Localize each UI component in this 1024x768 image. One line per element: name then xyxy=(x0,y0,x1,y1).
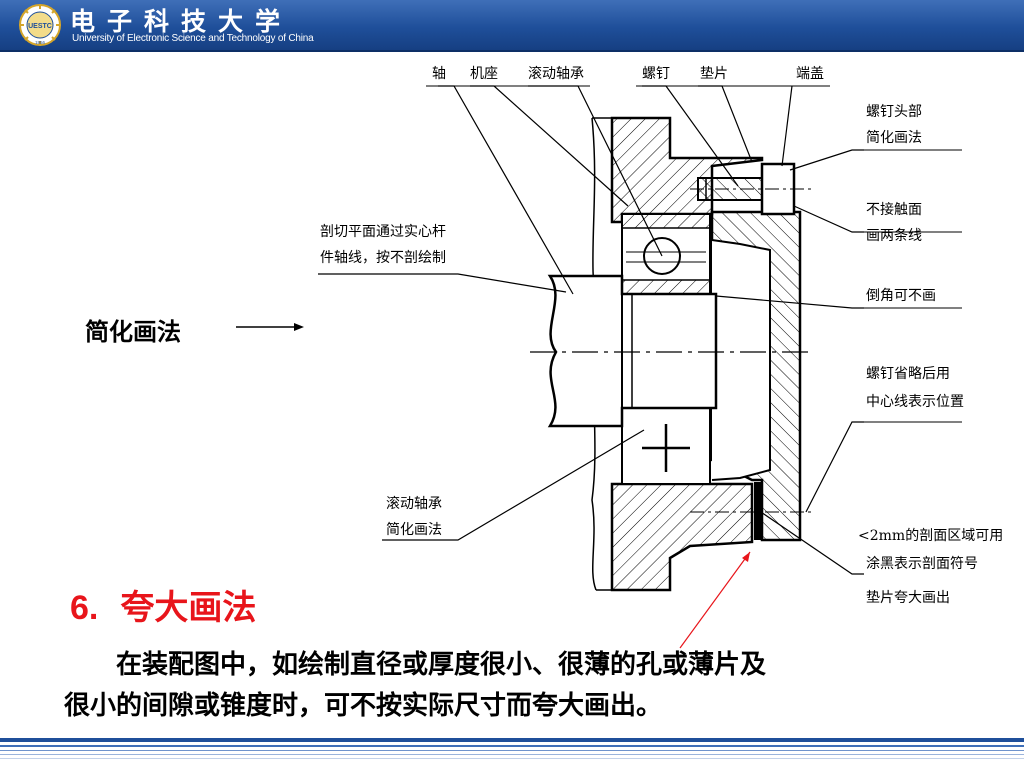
note-underlines xyxy=(426,85,962,423)
housing-upper xyxy=(610,116,764,224)
note-bearing-line2: 简化画法 xyxy=(386,521,442,538)
label-screw: 螺钉 xyxy=(642,66,670,82)
end-cap-inner xyxy=(711,239,771,481)
seal-year: 1956 xyxy=(35,40,46,45)
note-screw-head-line1: 螺钉头部 xyxy=(866,104,922,120)
label-gasket: 垫片 xyxy=(700,66,728,82)
body-line-1: 在装配图中，如绘制直径或厚度很小、很薄的孔或薄片及 xyxy=(116,650,767,680)
note-screw-head-line2: 简化画法 xyxy=(866,129,922,146)
university-name-en: University of Electronic Science and Tec… xyxy=(72,33,314,44)
university-name-cn: 电子科技大学 xyxy=(70,7,293,36)
label-shaft: 轴 xyxy=(432,66,446,82)
seal-text: UESTC xyxy=(28,23,52,30)
note-non-contact-line1: 不接触面 xyxy=(866,201,922,218)
section-title: 6. 夸大画法 xyxy=(70,580,256,629)
label-end-cap: 端盖 xyxy=(796,66,824,82)
note-bearing-line1: 滚动轴承 xyxy=(386,495,442,512)
simplified-method-label: 简化画法 xyxy=(85,318,181,346)
note-section-line2: 件轴线，按不剖绘制 xyxy=(320,250,446,266)
note-screw-omitted-line2: 中心线表示位置 xyxy=(866,394,964,410)
header-rule xyxy=(0,50,1024,52)
label-rolling-bearing: 滚动轴承 xyxy=(528,65,584,82)
section-number: 6. xyxy=(70,589,99,627)
note-gasket-exaggerated: 垫片夸大画出 xyxy=(866,590,950,606)
note-thin-section-line1: <2mm的剖面区域可用 xyxy=(858,528,1003,544)
gasket-black xyxy=(754,482,761,540)
note-screw-omitted-line1: 螺钉省略后用 xyxy=(866,366,950,382)
left-arrow-head-icon xyxy=(294,323,304,331)
note-section-line1: 剖切平面通过实心杆 xyxy=(320,224,446,240)
shaft xyxy=(547,274,718,428)
section-title-text: 夸大画法 xyxy=(120,588,257,628)
university-seal-icon: UESTC 1956 xyxy=(19,4,61,46)
label-base: 机座 xyxy=(470,66,498,82)
note-non-contact-line2: 画两条线 xyxy=(866,227,922,244)
housing-lower xyxy=(610,482,754,592)
note-chamfer: 倒角可不画 xyxy=(866,288,936,304)
note-thin-section-line2: 涂黑表示剖面符号 xyxy=(866,556,978,572)
body-paragraph: 在装配图中，如绘制直径或厚度很小、很薄的孔或薄片及 很小的间隙或锥度时，可不按实… xyxy=(64,645,994,727)
header-bar: UESTC 1956 电子科技大学 University of Electron… xyxy=(0,0,1024,50)
red-arrow xyxy=(679,551,751,649)
body-line-2: 很小的间隙或锥度时，可不按实际尺寸而夸大画出。 xyxy=(64,691,663,721)
